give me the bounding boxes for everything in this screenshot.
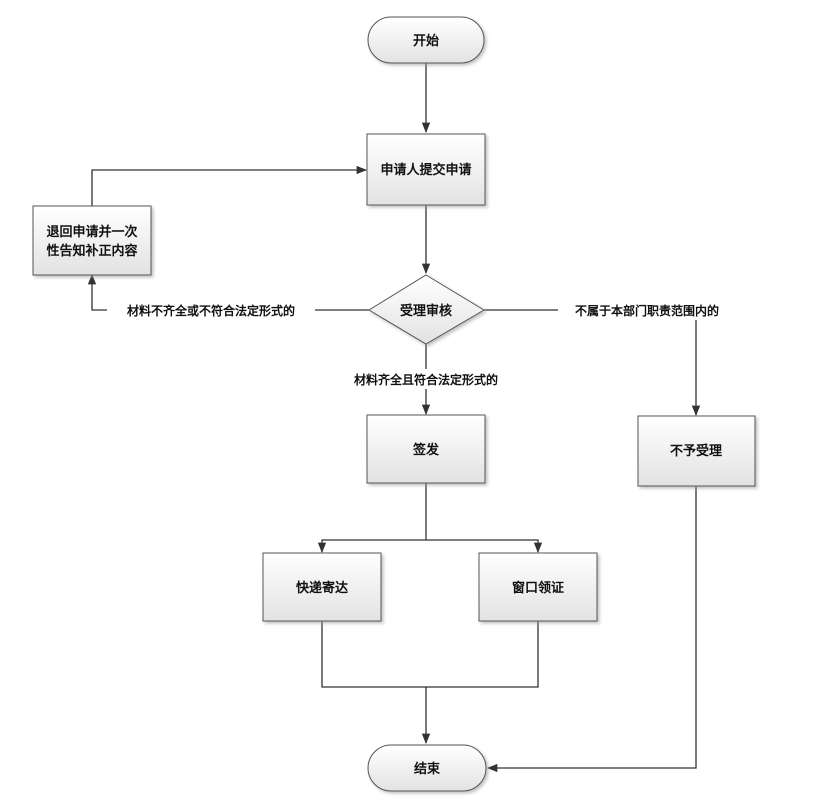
node-express: 快递寄达 — [262, 552, 382, 622]
node-start-label: 开始 — [413, 33, 439, 49]
edge-branch-window — [426, 539, 543, 554]
node-start: 开始 — [367, 16, 485, 64]
edge-return-submit — [91, 165, 368, 206]
node-reject-label: 不予受理 — [670, 443, 722, 459]
node-reject: 不予受理 — [637, 415, 756, 487]
edge-express-merge — [321, 621, 539, 688]
node-window-label: 窗口领证 — [512, 580, 564, 596]
edge-reject-end — [486, 486, 697, 773]
edge-review-reject — [484, 309, 701, 417]
node-end-label: 结束 — [414, 761, 441, 777]
edge-label-out-of-scope: 不属于本部门职责范围内的 — [575, 303, 719, 318]
edge-label-complete: 材料齐全且符合法定形式的 — [353, 372, 498, 387]
node-express-label: 快递寄达 — [296, 580, 348, 596]
node-return-label-line1: 退回申请并一次 — [46, 224, 137, 240]
node-submit: 申请人提交申请 — [366, 133, 486, 206]
node-sign: 签发 — [366, 414, 486, 484]
node-review: 受理审核 — [368, 274, 485, 345]
node-return: 退回申请并一次 性告知补正内容 — [32, 205, 152, 276]
node-return-label-line2: 性告知补正内容 — [46, 243, 137, 259]
edge-sign-branch — [317, 483, 427, 554]
node-review-label: 受理审核 — [400, 303, 452, 319]
node-window: 窗口领证 — [478, 552, 598, 622]
edge-label-incomplete: 材料不齐全或不符合法定形式的 — [126, 303, 295, 318]
node-submit-label: 申请人提交申请 — [380, 162, 471, 178]
node-end: 结束 — [367, 744, 487, 792]
node-sign-label: 签发 — [412, 442, 440, 458]
